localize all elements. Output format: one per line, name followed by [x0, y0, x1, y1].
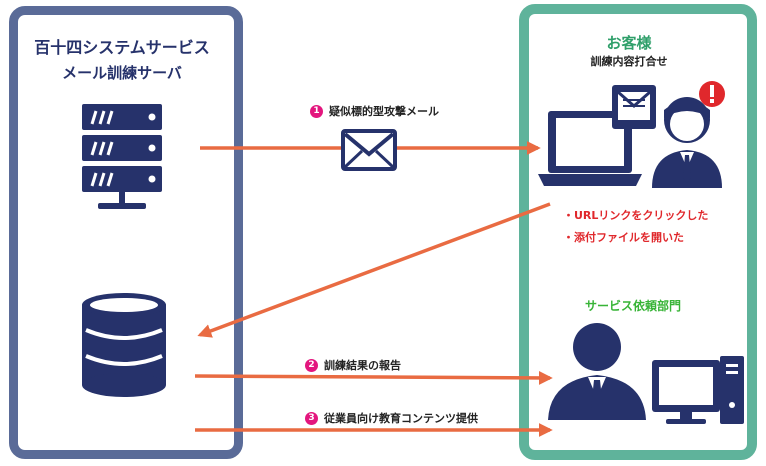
user-icon: [652, 97, 722, 188]
department-label: サービス依頼部門: [584, 299, 681, 313]
department-user-icon: [548, 323, 646, 420]
step-2-badge: 2: [305, 358, 318, 372]
database-icon: [82, 293, 166, 397]
report-arrow: [194, 370, 553, 385]
training-server-panel: [9, 6, 243, 459]
step-1-label: 1 疑似標的型攻撃メール: [310, 103, 439, 119]
company-name: 百十四システムサービス: [34, 38, 210, 57]
step-3-text: 従業員向け教育コンテンツ提供: [324, 412, 478, 425]
step-2-text: 訓練結果の報告: [324, 359, 401, 372]
step-2-label: 2 訓練結果の報告: [305, 357, 401, 373]
customer-title: お客様: [606, 34, 652, 52]
clicked-url-text: ・URLリンクをクリックした: [563, 209, 709, 222]
step-3-label: 3 従業員向け教育コンテンツ提供: [305, 410, 478, 426]
result-collect-arrow: [197, 202, 551, 338]
envelope-icon: [341, 129, 397, 171]
server-icon: [82, 104, 162, 209]
step-3-badge: 3: [305, 411, 318, 425]
incoming-mail-icon: [612, 85, 656, 129]
alert-icon: [699, 81, 725, 107]
desktop-pc-icon: [652, 356, 744, 424]
meeting-label: 訓練内容打合せ: [590, 55, 668, 68]
opened-attachment-text: ・添付ファイルを開いた: [563, 231, 684, 244]
server-label: メール訓練サーバ: [62, 64, 182, 82]
laptop-icon: [538, 111, 642, 186]
step-1-badge: 1: [310, 104, 323, 118]
customer-panel: [519, 4, 757, 460]
step-1-text: 疑似標的型攻撃メール: [329, 105, 439, 118]
arrows: [194, 141, 553, 437]
